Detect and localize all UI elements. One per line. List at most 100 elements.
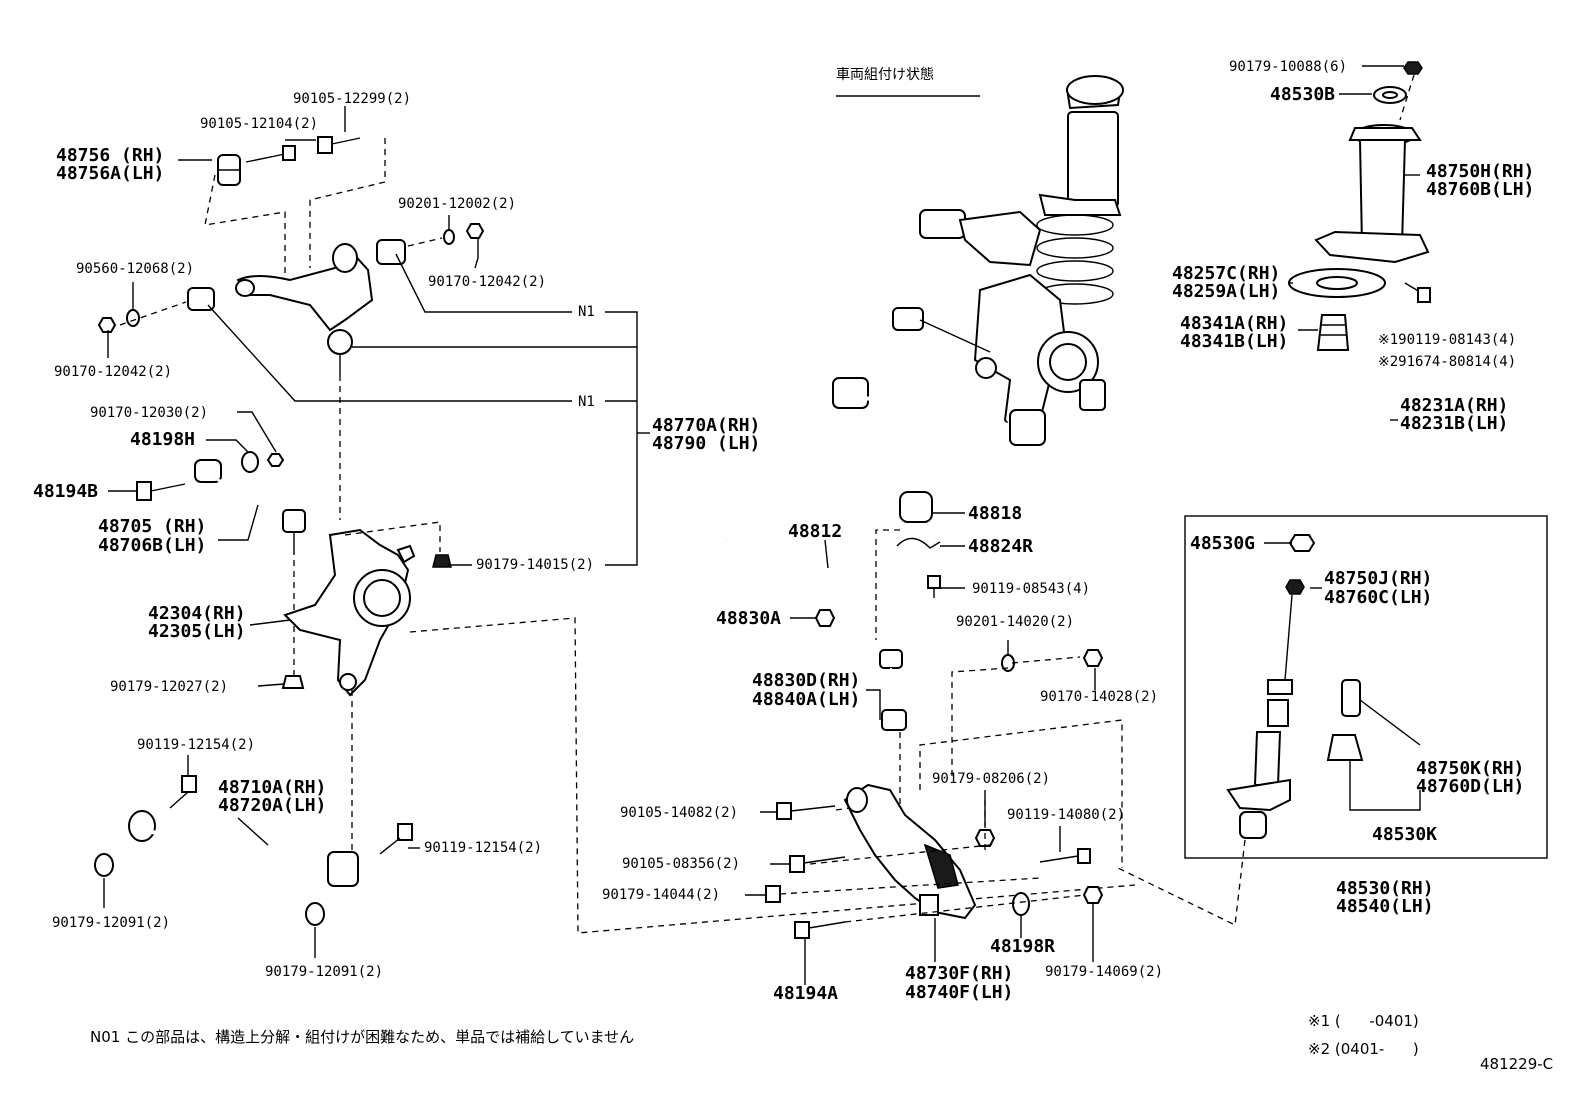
- part-label-48812[interactable]: 48812: [788, 521, 843, 542]
- part-label-48760C[interactable]: 48760C(LH): [1324, 587, 1433, 608]
- part-label-48760D[interactable]: 48760D(LH): [1416, 776, 1525, 797]
- part-label-90560-12068[interactable]: 90560-12068(2): [76, 261, 195, 277]
- part-label-90201-14020[interactable]: 90201-14020(2): [956, 614, 1075, 630]
- part-label-90170-12030[interactable]: 90170-12030(2): [90, 405, 209, 421]
- part-label-48341A[interactable]: 48341A(RH): [1180, 313, 1289, 334]
- leader: [1349, 760, 1421, 811]
- upper-arm-48770A: [235, 243, 374, 375]
- dash-line: [809, 844, 991, 865]
- part-label-48770A[interactable]: 48770A(RH): [652, 415, 761, 436]
- part-label-90179-12091-a[interactable]: 90179-12091(2): [52, 915, 171, 931]
- part-label-90119-12154-b[interactable]: 90119-12154(2): [424, 840, 543, 856]
- part-label-48730F[interactable]: 48730F(RH): [905, 963, 1014, 984]
- coil-spring-inner: [1295, 364, 1395, 488]
- stabilizer-bar-48812: [726, 538, 915, 638]
- part-label-48750H[interactable]: 48750H(RH): [1426, 161, 1535, 182]
- part-label-48341B[interactable]: 48341B(LH): [1180, 331, 1289, 352]
- part-label-48194A[interactable]: 48194A: [773, 983, 839, 1004]
- part-label-90179-14015[interactable]: 90179-14015(2): [476, 557, 595, 573]
- part-label-48231B[interactable]: 48231B(LH): [1400, 413, 1509, 434]
- part-label-91674-80814[interactable]: ※291674-80814(4): [1378, 354, 1517, 370]
- part-label-48830A[interactable]: 48830A: [716, 608, 782, 629]
- part-label-48194B[interactable]: 48194B: [33, 481, 99, 502]
- part-label-48824R[interactable]: 48824R: [968, 536, 1034, 557]
- part-label-48540[interactable]: 48540(LH): [1336, 896, 1434, 917]
- part-label-48790[interactable]: 48790 (LH): [652, 433, 761, 454]
- part-label-48530B[interactable]: 48530B: [1270, 84, 1336, 105]
- part-label-48198H[interactable]: 48198H: [130, 429, 196, 450]
- part-label-48720A[interactable]: 48720A(LH): [218, 795, 327, 816]
- part-label-48756A[interactable]: 48756A(LH): [56, 163, 165, 184]
- bushing-90201-12002: [376, 223, 485, 265]
- part-label-90119-08143[interactable]: ※190119-08143(4): [1378, 332, 1517, 348]
- part-label-90105-12104[interactable]: 90105-12104(2): [200, 116, 319, 132]
- part-label-90179-14069[interactable]: 90179-14069(2): [1045, 964, 1164, 980]
- part-label-42304[interactable]: 42304(RH): [148, 603, 246, 624]
- part-label-48530[interactable]: 48530(RH): [1336, 878, 1434, 899]
- part-label-90179-10088[interactable]: 90179-10088(6): [1229, 59, 1348, 75]
- part-label-90119-12154-a[interactable]: 90119-12154(2): [137, 737, 256, 753]
- part-label-48740F[interactable]: 48740F(LH): [905, 982, 1014, 1003]
- dash-line: [204, 174, 286, 275]
- leader: [237, 817, 269, 846]
- part-label-90170-14028[interactable]: 90170-14028(2): [1040, 689, 1159, 705]
- bumper-48341A: [1316, 314, 1350, 351]
- part-label-90201-12002[interactable]: 90201-12002(2): [398, 196, 517, 212]
- part-label-48198R[interactable]: 48198R: [990, 936, 1056, 957]
- part-label-48750K[interactable]: 48750K(RH): [1416, 758, 1525, 779]
- nut-90179-12027: [281, 675, 305, 689]
- dash-line: [309, 138, 386, 268]
- part-label-90105-14082[interactable]: 90105-14082(2): [620, 805, 739, 821]
- dash-line: [951, 667, 1009, 780]
- nut-90179-10088: [1403, 61, 1423, 75]
- leader-line: [395, 253, 572, 313]
- nut-90179-14044: [765, 885, 781, 903]
- bracket-48824R: [896, 537, 941, 549]
- part-label-90179-12027[interactable]: 90179-12027(2): [110, 679, 229, 695]
- part-label-48750J[interactable]: 48750J(RH): [1324, 568, 1433, 589]
- dash-line: [407, 237, 443, 247]
- bolt-90105-12104: [245, 145, 296, 163]
- part-label-90119-14080[interactable]: 90119-14080(2): [1007, 807, 1126, 823]
- leader-line: [207, 304, 572, 402]
- part-label-48257C[interactable]: 48257C(RH): [1172, 263, 1281, 284]
- bushing-48818: [899, 491, 933, 523]
- n1-label-mid: N1: [578, 394, 595, 410]
- leader: [206, 439, 249, 453]
- part-label-48818[interactable]: 48818: [968, 503, 1023, 524]
- assembled-suspension: [832, 75, 1124, 446]
- part-label-90179-12091-b[interactable]: 90179-12091(2): [265, 964, 384, 980]
- part-label-48530G[interactable]: 48530G: [1190, 533, 1256, 554]
- part-label-48706B[interactable]: 48706B(LH): [98, 535, 207, 556]
- part-label-48840A[interactable]: 48840A(LH): [752, 689, 861, 710]
- n1-footnote: N01 この部品は、構造上分解・組付けが困難なため、単品では補給していません: [90, 1028, 635, 1046]
- part-label-90119-08543[interactable]: 90119-08543(4): [972, 581, 1091, 597]
- bolt-90119-12154-a: [169, 775, 197, 809]
- part-label-48705[interactable]: 48705 (RH): [98, 516, 207, 537]
- part-label-48530K[interactable]: 48530K: [1372, 824, 1438, 845]
- shock-48530: [1226, 579, 1305, 839]
- part-label-90179-08206[interactable]: 90179-08206(2): [932, 771, 1051, 787]
- part-label-48830D[interactable]: 48830D(RH): [752, 670, 861, 691]
- part-label-90170-12042-left[interactable]: 90170-12042(2): [54, 364, 173, 380]
- part-label-48710A[interactable]: 48710A(RH): [218, 777, 327, 798]
- part-label-48756[interactable]: 48756 (RH): [56, 145, 165, 166]
- part-label-90105-12299[interactable]: 90105-12299(2): [293, 91, 412, 107]
- part-label-48259A[interactable]: 48259A(LH): [1172, 281, 1281, 302]
- part-label-90105-08356[interactable]: 90105-08356(2): [622, 856, 741, 872]
- stopper-48750K: [1326, 679, 1364, 761]
- bushing-90560-12068: [97, 287, 215, 333]
- bolt-90119-08143: [1404, 282, 1431, 303]
- bolt-90105-08356: [789, 855, 846, 873]
- bolt-48194B: [136, 481, 186, 501]
- dash-line: [1399, 74, 1415, 121]
- dash-line: [835, 807, 851, 811]
- part-label-90179-14044[interactable]: 90179-14044(2): [602, 887, 721, 903]
- part-label-90170-12042-top[interactable]: 90170-12042(2): [428, 274, 547, 290]
- nuts-90201-14020: [1001, 649, 1104, 672]
- part-label-48760B[interactable]: 48760B(LH): [1426, 179, 1535, 200]
- part-label-42305[interactable]: 42305(LH): [148, 621, 246, 642]
- part-label-48231A[interactable]: 48231A(RH): [1400, 395, 1509, 416]
- lower-arm-48730F: [843, 783, 977, 920]
